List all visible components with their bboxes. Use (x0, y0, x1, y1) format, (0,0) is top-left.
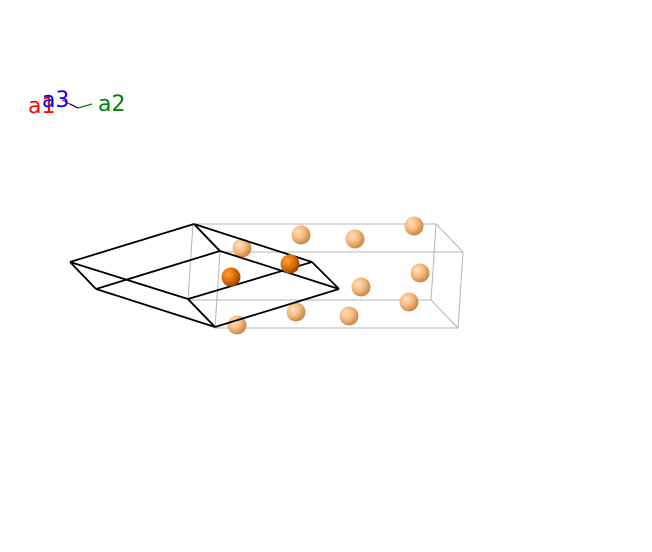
atoms-back (227, 216, 430, 335)
axis-indicator: a1 a3 a2 (28, 88, 125, 119)
atom-primitive[interactable] (221, 267, 241, 287)
axis-a1-label: a1 (28, 94, 55, 119)
axis-a3-label: a3 (42, 88, 69, 113)
atom[interactable] (345, 229, 365, 249)
axis-a3-line (69, 103, 79, 109)
atom[interactable] (227, 315, 247, 335)
atom[interactable] (339, 306, 359, 326)
axis-a2-line (77, 103, 93, 109)
primitive-cell (69, 223, 340, 328)
atom[interactable] (291, 225, 311, 245)
atom[interactable] (399, 292, 419, 312)
atom[interactable] (232, 238, 252, 258)
atom-primitive[interactable] (280, 254, 300, 274)
atom[interactable] (410, 263, 430, 283)
atom[interactable] (286, 302, 306, 322)
axis-a2-label: a2 (98, 92, 125, 117)
atoms-primitive (221, 254, 300, 287)
atom[interactable] (351, 277, 371, 297)
atom[interactable] (404, 216, 424, 236)
